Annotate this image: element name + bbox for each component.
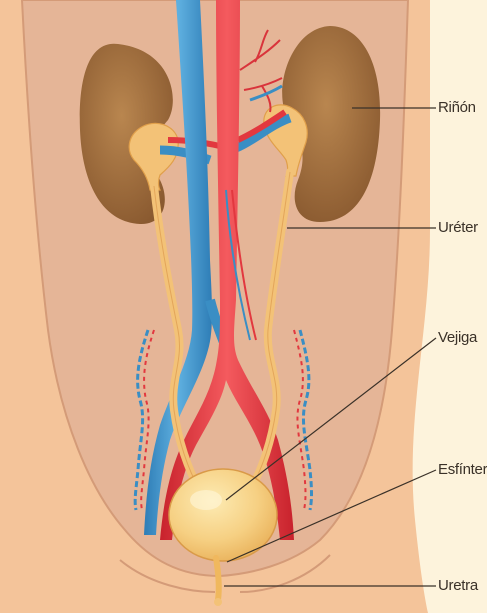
urethra-drop bbox=[214, 598, 222, 606]
label-kidney: Riñón bbox=[438, 99, 476, 116]
label-sphincter: Esfínter bbox=[438, 461, 487, 478]
label-urethra: Uretra bbox=[438, 577, 478, 594]
bladder-highlight bbox=[190, 490, 222, 510]
label-bladder: Vejiga bbox=[438, 329, 477, 346]
label-ureter: Uréter bbox=[438, 219, 478, 236]
urethra bbox=[216, 558, 219, 600]
